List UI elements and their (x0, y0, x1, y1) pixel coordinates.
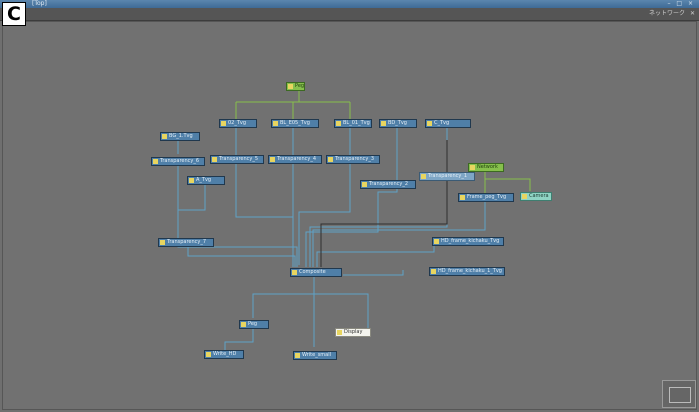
port-icon (162, 134, 167, 139)
port-icon (336, 121, 341, 126)
node-hd-frame-kichaku[interactable]: HD_frame_kichaku_Tvg (432, 237, 504, 246)
channel-logo: C (2, 2, 26, 26)
port-icon (381, 121, 386, 126)
node-bd[interactable]: BD_Tvg (379, 119, 417, 128)
node-bl-e05[interactable]: BL_E05_Tvg (271, 119, 319, 128)
port-icon (470, 165, 475, 170)
node-transparency-4[interactable]: Transparency_4 (268, 155, 322, 164)
wire-bd-to-composite (305, 127, 398, 267)
wire-peg-to-write-hd (224, 327, 254, 350)
port-icon (241, 322, 246, 327)
node-transparency-3[interactable]: Transparency_3 (326, 155, 380, 164)
node-camera[interactable]: Camera (520, 192, 552, 201)
node-transparency-6[interactable]: Transparency_6 (151, 157, 205, 166)
wire-bl01-to-composite (298, 127, 351, 265)
port-icon (421, 174, 426, 179)
node-bl-01[interactable]: BL_01_Tvg (334, 119, 372, 128)
wire-frame-to-composite (312, 202, 486, 267)
navigator-view-rect[interactable] (669, 387, 691, 403)
port-icon (427, 121, 432, 126)
port-icon (273, 121, 278, 126)
window-controls[interactable]: – □ × (667, 0, 695, 7)
node-bg[interactable]: BG_1.Tvg (160, 132, 200, 141)
node-transparency-5[interactable]: Transparency_5 (210, 155, 264, 164)
node-view-canvas[interactable]: Peg BG_1.Tvg 02_Tvg BL_E05_Tvg BL_01_Tvg… (2, 21, 697, 410)
node-frame-peg[interactable]: Frame_peg_Tvg (458, 193, 514, 202)
node-network[interactable]: Network (468, 163, 504, 172)
wire-peg-to-children (235, 89, 351, 119)
close-view-icon[interactable]: ✕ (689, 10, 695, 17)
port-icon (337, 330, 342, 335)
node-connections (177, 89, 531, 350)
port-icon (153, 159, 158, 164)
node-transparency-1[interactable]: Transparency_1 (419, 172, 475, 181)
wire-hdframe1-to-composite (343, 270, 404, 276)
wire-hdframe-to-composite (316, 245, 435, 267)
port-icon (189, 178, 194, 183)
window-title: [Top] (32, 0, 47, 7)
wire-d02-to-composite (235, 127, 294, 267)
port-icon (362, 182, 367, 187)
title-bar: [Top] – □ × (0, 0, 699, 8)
port-icon (160, 240, 165, 245)
port-icon (295, 353, 300, 358)
node-peg-small[interactable]: Peg (239, 320, 269, 329)
port-icon (288, 84, 293, 89)
wire-atvg-to-composite (178, 183, 206, 211)
node-hd-frame-kichaku-1[interactable]: HD_frame_kichaku_1_Tvg (429, 267, 505, 276)
port-icon (221, 121, 226, 126)
node-a-tvg[interactable]: A_Tvg (187, 176, 225, 185)
wire-transp7-to-composite (187, 246, 296, 267)
navigator-thumbnail[interactable] (662, 380, 696, 408)
port-icon (212, 157, 217, 162)
view-toolbar: ネットワーク ✕ (0, 8, 699, 21)
node-write-small[interactable]: Write_small (293, 351, 337, 360)
node-02[interactable]: 02_Tvg (219, 119, 257, 128)
port-icon (431, 269, 436, 274)
wire-network-to-frame (484, 172, 531, 193)
port-icon (522, 194, 527, 199)
node-c-tvg[interactable]: C_Tvg (425, 119, 471, 128)
node-top-peg[interactable]: Peg (286, 82, 306, 91)
port-icon (460, 195, 465, 200)
wire-composite-to-outputs (252, 276, 369, 347)
port-icon (206, 352, 211, 357)
node-transparency-2[interactable]: Transparency_2 (360, 180, 416, 189)
node-transparency-7[interactable]: Transparency_7 (158, 238, 214, 247)
node-write-hd[interactable]: Write_HD (204, 350, 244, 359)
port-icon (328, 157, 333, 162)
port-icon (270, 157, 275, 162)
node-composite[interactable]: Composite (290, 268, 342, 277)
view-tab-label[interactable]: ネットワーク (648, 10, 685, 17)
wire-dark-1 (320, 140, 448, 267)
port-icon (434, 239, 439, 244)
wire-transp6-to-composite (177, 165, 298, 267)
port-icon (292, 270, 297, 275)
node-display[interactable]: Display (335, 328, 371, 337)
